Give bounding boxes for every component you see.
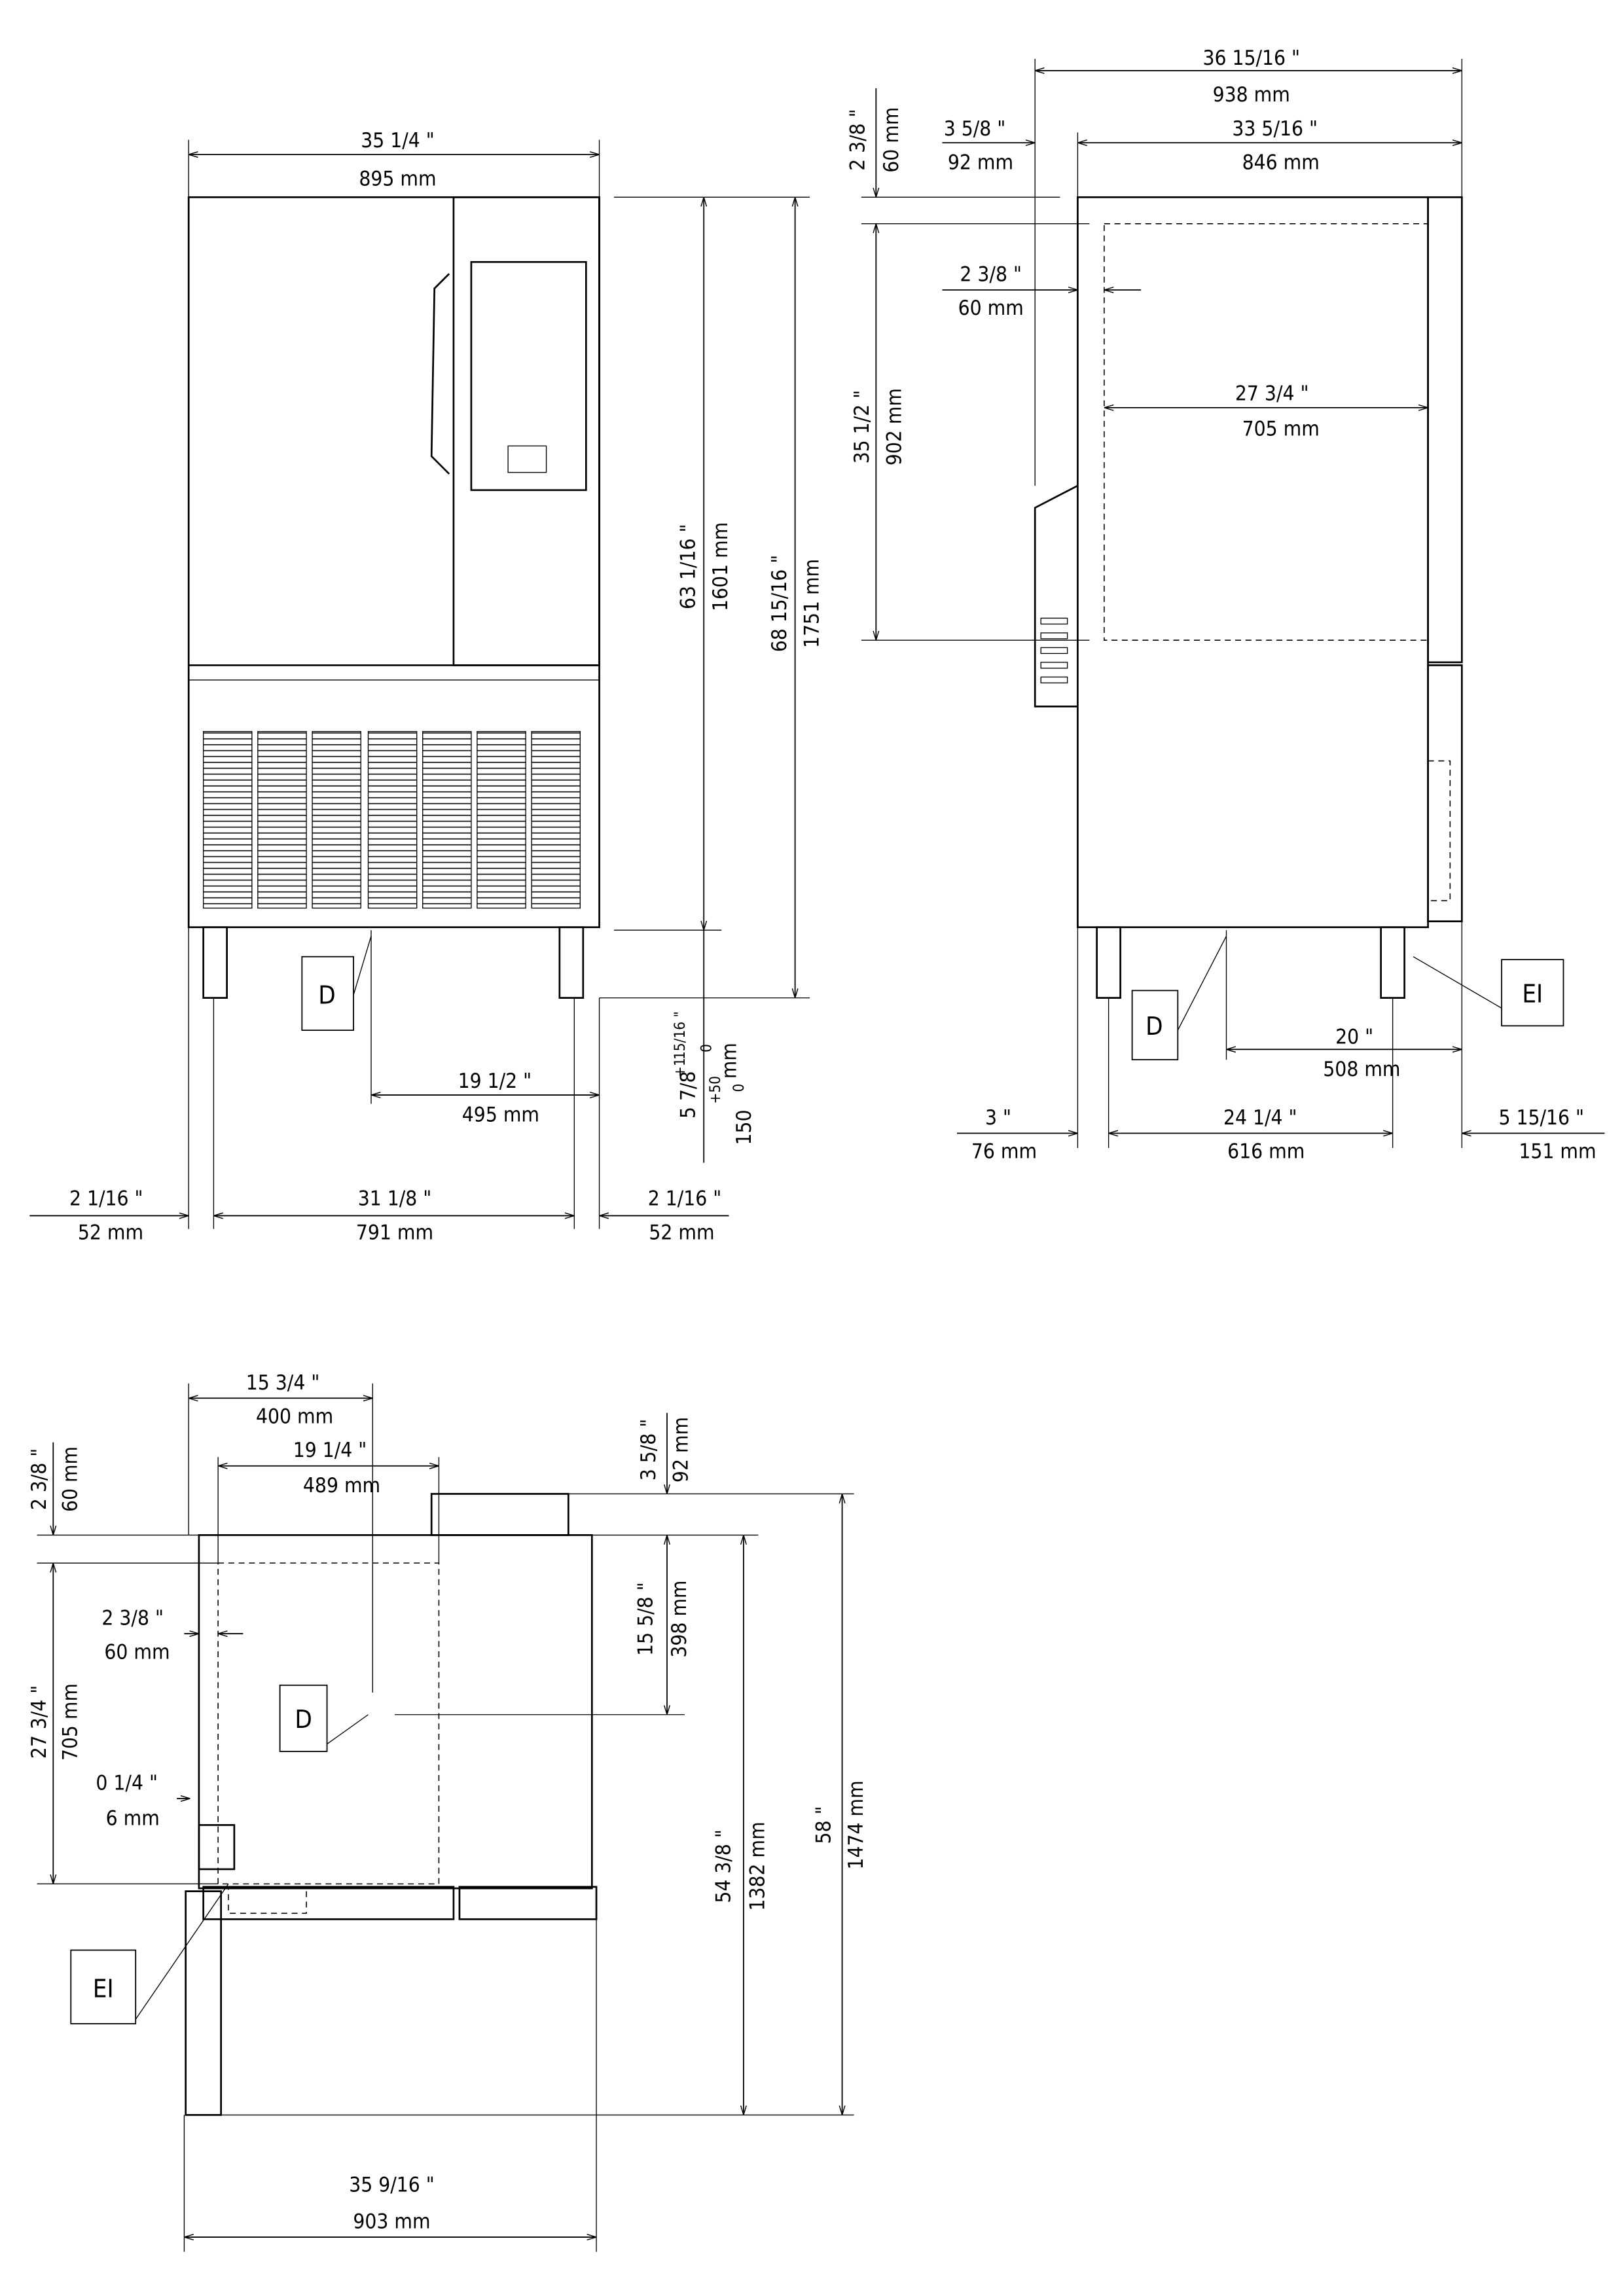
body-depth-mm: 846 mm <box>1242 151 1320 175</box>
leg-height-mm: 150 <box>732 1109 756 1145</box>
power-button-icon <box>507 445 547 473</box>
handle-depth-mm: 92 mm <box>948 151 1013 175</box>
cabinet-side-outline <box>1077 196 1429 929</box>
drain-label: D <box>318 982 335 1011</box>
leg-tol-frac: 15/16 " <box>672 1011 689 1060</box>
rear-leg-in: 5 15/16 " <box>1498 1106 1584 1130</box>
side-depth-in: 36 15/16 " <box>1202 46 1300 70</box>
handle-depth-in: 3 5/8 " <box>944 117 1006 141</box>
cavity-offset-in: 2 3/8 " <box>960 263 1022 287</box>
leg <box>558 926 585 999</box>
leg <box>1096 926 1121 999</box>
rear-unit-mm: 92 mm <box>669 1417 693 1482</box>
handle-profile <box>1034 484 1079 708</box>
ventilation-grille <box>202 730 581 909</box>
front-leg-mm: 76 mm <box>971 1140 1037 1164</box>
front-leg-in: 3 " <box>985 1106 1011 1130</box>
right-leg-mm: 52 mm <box>649 1221 714 1244</box>
cavity-outline <box>1104 223 1429 641</box>
cavity-width-mm: 489 mm <box>303 1474 380 1498</box>
front-width-mm: 895 mm <box>359 167 436 190</box>
open-door <box>185 1890 222 2116</box>
rear-leg-mm: 151 mm <box>1519 1140 1596 1164</box>
drain-y-mm: 398 mm <box>668 1580 691 1657</box>
cavity-height-mm: 902 mm <box>883 388 907 465</box>
rear-unit <box>430 1493 569 1536</box>
depth-closed-in: 54 3/8 " <box>712 1829 736 1903</box>
side-offset-in: 2 3/8 " <box>101 1607 164 1630</box>
drain-x-mm: 400 mm <box>256 1405 333 1429</box>
drain-y-in: 15 5/8 " <box>634 1582 658 1656</box>
leg-height-unit: mm <box>718 1043 742 1079</box>
depth-closed-mm: 1382 mm <box>746 1821 769 1910</box>
cabinet-plan-outline <box>198 1534 593 1890</box>
leg <box>1380 926 1405 999</box>
plan-cavity-depth-mm: 705 mm <box>58 1683 82 1761</box>
rear-unit-in: 3 5/8 " <box>637 1419 660 1481</box>
control-panel <box>452 196 600 666</box>
depth-total-in: 58 " <box>812 1806 836 1844</box>
vent-slots <box>1040 617 1068 684</box>
right-leg-in: 2 1/16 " <box>648 1187 722 1211</box>
front-view: 35 1/4 " 895 mm 63 1/16 " 1601 mm 68 15/… <box>29 129 824 1244</box>
top-offset-in: 2 3/8 " <box>846 109 869 171</box>
plan-view: 15 3/4 " 400 mm 19 1/4 " 489 mm 2 3/8 " … <box>27 1371 868 2252</box>
front-width-in: 35 1/4 " <box>361 129 435 152</box>
leg <box>202 926 228 999</box>
wall-mm: 6 mm <box>106 1806 160 1830</box>
drain-x-in: 15 3/4 " <box>246 1371 320 1395</box>
drain-rear-in: 20 " <box>1335 1025 1373 1049</box>
plan-width-mm: 903 mm <box>353 2210 430 2234</box>
electrical-label-box <box>70 1949 137 2024</box>
total-height-in: 68 15/16 " <box>768 555 791 653</box>
leg-tol-mm-minus: 0 <box>731 1084 748 1092</box>
side-leg-span-in: 24 1/4 " <box>1223 1106 1297 1130</box>
front-offset-mm: 60 mm <box>58 1446 82 1512</box>
electrical-label: EI <box>1522 980 1543 1009</box>
cavity-offset-mm: 60 mm <box>958 296 1024 320</box>
body-height-mm: 1601 mm <box>709 522 732 611</box>
display <box>470 260 587 492</box>
electrical-label-box <box>1501 959 1564 1027</box>
depth-total-mm: 1474 mm <box>844 1780 868 1869</box>
leg-tol-minus: 0 <box>698 1044 715 1052</box>
body-height-in: 63 1/16 " <box>677 524 700 609</box>
door-handle <box>430 273 450 475</box>
leg-span-in: 31 1/8 " <box>358 1187 432 1211</box>
drain-rear-mm: 508 mm <box>1323 1058 1400 1081</box>
drain-label: D <box>295 1706 312 1734</box>
leg-height-in: 5 7/8 <box>677 1071 700 1119</box>
body-depth-in: 33 5/16 " <box>1232 117 1318 141</box>
left-leg-in: 2 1/16 " <box>69 1187 143 1211</box>
drain-label-box <box>279 1684 328 1752</box>
plan-width-in: 35 9/16 " <box>349 2173 435 2197</box>
cavity-height-in: 35 1/2 " <box>850 390 874 464</box>
leg-tol-mm-plus: +50 <box>707 1076 724 1104</box>
drain-offset-mm: 495 mm <box>462 1103 539 1127</box>
side-depth-mm: 938 mm <box>1213 83 1290 107</box>
total-height-mm: 1751 mm <box>801 559 824 648</box>
leg-span-mm: 791 mm <box>356 1221 433 1244</box>
drain-offset-in: 19 1/2 " <box>458 1069 532 1093</box>
leg-tol-plus: +1 <box>672 1058 689 1077</box>
drain-label-box <box>1131 990 1179 1060</box>
plan-cavity-depth-in: 27 3/4 " <box>27 1685 51 1759</box>
electrical-label: EI <box>93 1975 114 2004</box>
drain-label: D <box>1146 1013 1163 1041</box>
cavity-depth-in: 27 3/4 " <box>1235 382 1309 406</box>
wall-in: 0 1/4 " <box>96 1771 158 1795</box>
side-leg-span-mm: 616 mm <box>1227 1140 1305 1164</box>
cavity-depth-mm: 705 mm <box>1242 418 1320 441</box>
cavity-width-in: 19 1/4 " <box>293 1439 367 1462</box>
side-offset-mm: 60 mm <box>104 1640 170 1664</box>
leg-height-dimension: 5 7/8 +1 15/16 " 0 150 +50 0 mm <box>672 1011 756 1145</box>
cavity-outline <box>217 1562 440 1885</box>
front-offset-in: 2 3/8 " <box>27 1448 51 1511</box>
left-leg-mm: 52 mm <box>78 1221 143 1244</box>
side-view: 36 15/16 " 938 mm 3 5/8 " 92 mm 33 5/16 … <box>846 46 1605 1164</box>
top-offset-mm: 60 mm <box>880 107 903 173</box>
